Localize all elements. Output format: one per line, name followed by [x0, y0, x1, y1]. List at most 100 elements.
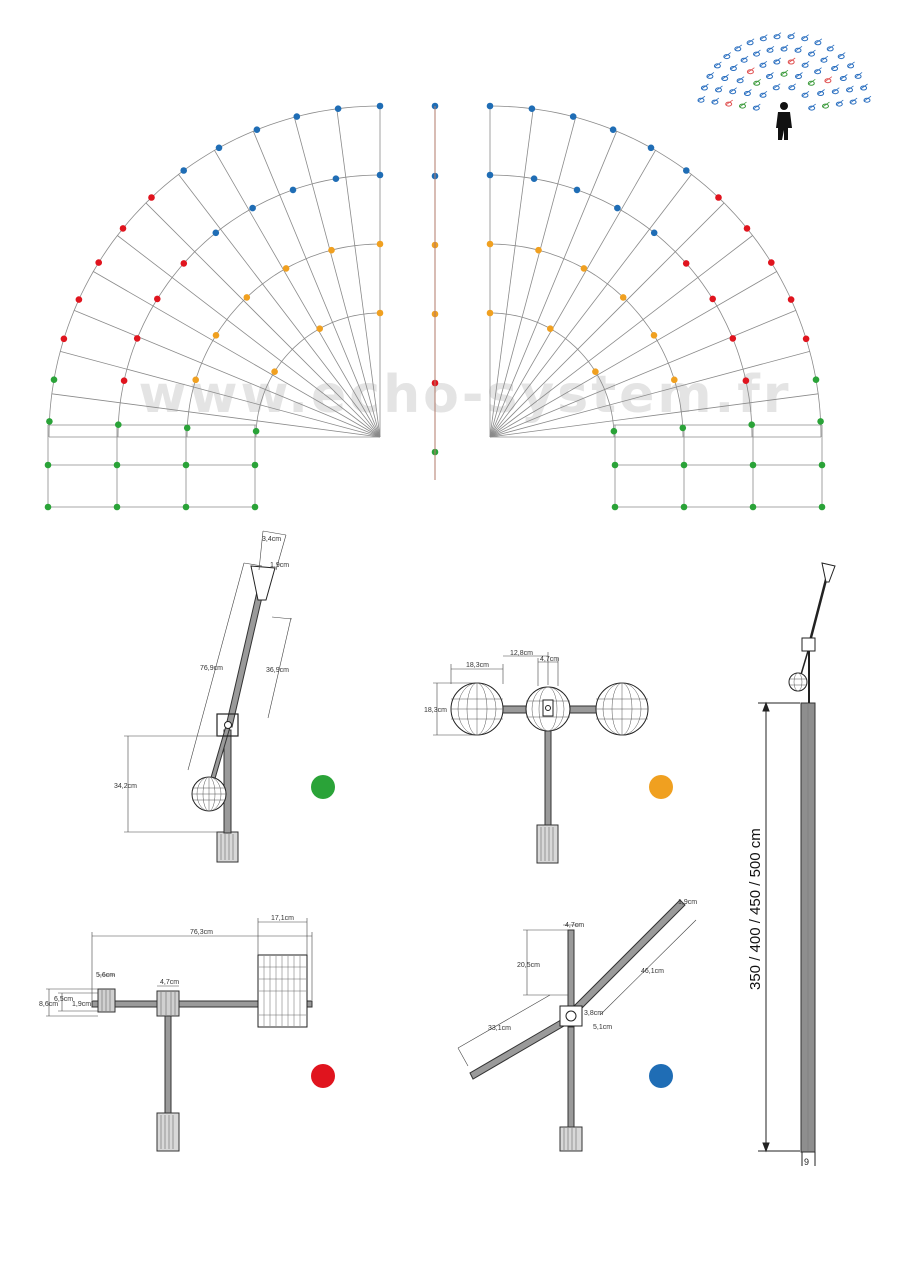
red-mic-dot [154, 295, 161, 303]
green-mic-dot [251, 461, 259, 469]
blue-mic-dot [650, 229, 658, 237]
instrument-glyph [729, 66, 737, 71]
instrument-glyph [849, 99, 857, 105]
instrument-glyph [831, 89, 839, 95]
blue-mic-dot [569, 113, 577, 120]
instrument-glyph [753, 80, 761, 86]
radial-line [60, 350, 381, 438]
green-mic-dot [44, 461, 52, 469]
instrument-glyph [780, 46, 788, 52]
green-mic-dot [182, 503, 190, 511]
instrument-glyph [835, 101, 843, 107]
instrument-glyph [814, 69, 822, 75]
blue-mic-dot [215, 144, 223, 152]
red-mic-dot [75, 296, 83, 303]
pole-height-label: 350 / 400 / 450 / 500 cm [747, 828, 764, 990]
red-fixture-drawing: 76,3cm 17,1cm 4,7cm 5,6cm 6,5cm 8,6cm 1,… [39, 915, 313, 1152]
omni-mic-icon [191, 776, 227, 812]
boom-arm-right [573, 899, 686, 1012]
orange-mic-dot [376, 240, 384, 248]
radial-line [489, 150, 656, 438]
dim-drop: 34,2cm [114, 783, 137, 790]
instrument-glyph [706, 73, 714, 79]
orange-mic-dot [619, 294, 627, 301]
horizontal-bar [91, 1000, 313, 1008]
red-mic-dot [709, 295, 716, 303]
blue-mic-dot [486, 102, 494, 110]
blue-mic-dot [249, 204, 256, 212]
dim-clamp: 4,7cm [565, 922, 584, 929]
orange-mic-dot [650, 332, 658, 339]
instrument-glyph [808, 51, 815, 57]
red-mic-dot [743, 225, 751, 232]
red-mic-dot [119, 225, 127, 232]
instrument-glyph [766, 74, 773, 79]
instrument-glyph [759, 36, 767, 42]
instrument-glyph [801, 62, 809, 68]
orange-legend-dot [649, 775, 673, 799]
instrument-glyph [814, 40, 822, 46]
instrument-glyph [746, 69, 754, 75]
instrument-glyph [697, 97, 705, 103]
instrument-glyph [780, 71, 788, 77]
blue-mic-dot [530, 175, 538, 182]
radial-line [489, 202, 725, 438]
instrument-glyph [831, 66, 839, 71]
instrument-glyph [725, 101, 733, 107]
instrument-glyph [740, 57, 748, 63]
radial-line [93, 271, 381, 438]
green-mic-dot [50, 376, 58, 384]
instrument-glyph [713, 63, 721, 69]
instrument-glyph [794, 47, 802, 53]
green-mic-dot [115, 421, 122, 429]
dim-hub: 3,8cm [584, 1010, 603, 1017]
orange-mic-dot [212, 332, 220, 339]
blue-mic-dot [528, 105, 536, 112]
tall-pole-drawing: 350 / 400 / 450 / 500 cm 9 [747, 562, 836, 1167]
orange-mic-dot [192, 376, 199, 384]
radial-line [489, 117, 577, 438]
green-fixture-drawing: 3,4cm 1,9cm 76,9cm 36,9cm 34,2cm [114, 530, 293, 863]
red-mic-dot [768, 259, 775, 266]
blue-mic-dot [289, 186, 297, 194]
green-mic-dot [44, 503, 52, 511]
instrument-glyph [787, 59, 795, 65]
red-mic-dot [95, 259, 102, 266]
blue-mic-dot [253, 126, 261, 133]
instrument-glyph [752, 105, 760, 111]
red-mic-dot [180, 260, 188, 267]
blue-mic-dot [486, 171, 494, 179]
radial-line [51, 393, 381, 438]
blue-mic-dot [293, 113, 301, 120]
instrument-glyph [807, 80, 815, 86]
stand-tube [164, 1014, 172, 1114]
instrument-glyph [739, 103, 746, 109]
blue-mic-dot [332, 175, 340, 182]
instrument-glyph [746, 40, 754, 46]
radial-line [489, 131, 618, 438]
instrument-glyph [822, 103, 829, 109]
blue-mic-dot [376, 171, 384, 179]
blue-mic-dot [614, 204, 621, 212]
cardioid-mic-icon [821, 562, 836, 583]
green-mic-dot [252, 427, 260, 435]
radial-line [293, 117, 381, 438]
green-mic-dot [680, 503, 688, 511]
instrument-glyph [759, 92, 767, 98]
red-mic-dot [715, 194, 722, 201]
radial-line [489, 174, 692, 438]
green-mic-dot [610, 427, 618, 435]
dim-tube: 1,9cm [270, 562, 289, 569]
radial-line [489, 271, 777, 438]
instrument-glyph [721, 76, 729, 81]
instrument-glyph [766, 47, 774, 53]
instrument-glyph [863, 97, 871, 103]
plan-microphone-dots [44, 102, 826, 511]
blue-mic-dot [376, 102, 384, 110]
red-mic-dot [787, 296, 795, 303]
green-legend-dot [311, 775, 335, 799]
dim-hub-offset: 5,1cm [593, 1024, 612, 1031]
instrument-glyph [759, 62, 767, 68]
orange-mic-dot [486, 240, 494, 248]
blue-mic-dot [334, 105, 342, 112]
